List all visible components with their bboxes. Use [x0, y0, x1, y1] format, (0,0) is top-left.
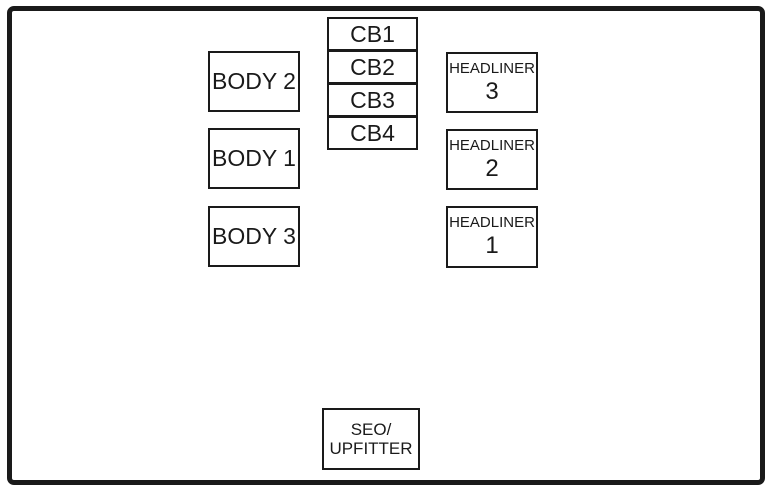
- circuit-breaker-cb3: CB3: [329, 82, 416, 115]
- fuse-box-headliner-1-label: HEADLINER: [449, 214, 535, 231]
- fuse-box-headliner-2: HEADLINER 2: [446, 129, 538, 190]
- fuse-box-seo-upfitter: SEO/ UPFITTER: [322, 408, 420, 470]
- fuse-box-body-2: BODY 2: [208, 51, 300, 112]
- fuse-box-headliner-3-number: 3: [485, 77, 499, 105]
- fuse-box-headliner-2-number: 2: [485, 154, 499, 182]
- circuit-breaker-cb1: CB1: [350, 20, 395, 47]
- fuse-box-headliner-2-label: HEADLINER: [449, 137, 535, 154]
- fuse-box-body-1-label: BODY 1: [212, 145, 296, 171]
- fuse-box-body-3: BODY 3: [208, 206, 300, 267]
- fuse-box-body-2-label: BODY 2: [212, 68, 296, 94]
- circuit-breaker-cb4: CB4: [329, 115, 416, 148]
- fuse-box-headliner-3-label: HEADLINER: [449, 60, 535, 77]
- fuse-box-body-1: BODY 1: [208, 128, 300, 189]
- fuse-box-headliner-1: HEADLINER 1: [446, 206, 538, 268]
- circuit-breaker-cb2: CB2: [329, 49, 416, 82]
- fuse-box-headliner-1-number: 1: [485, 232, 499, 259]
- fuse-box-seo-upfitter-line1: SEO/: [350, 420, 392, 439]
- fuse-box-headliner-3: HEADLINER 3: [446, 52, 538, 113]
- fuse-box-body-3-label: BODY 3: [212, 223, 296, 249]
- circuit-breaker-stack: CB1 CB2 CB3 CB4: [327, 17, 418, 150]
- fuse-box-seo-upfitter-line2: UPFITTER: [329, 439, 413, 458]
